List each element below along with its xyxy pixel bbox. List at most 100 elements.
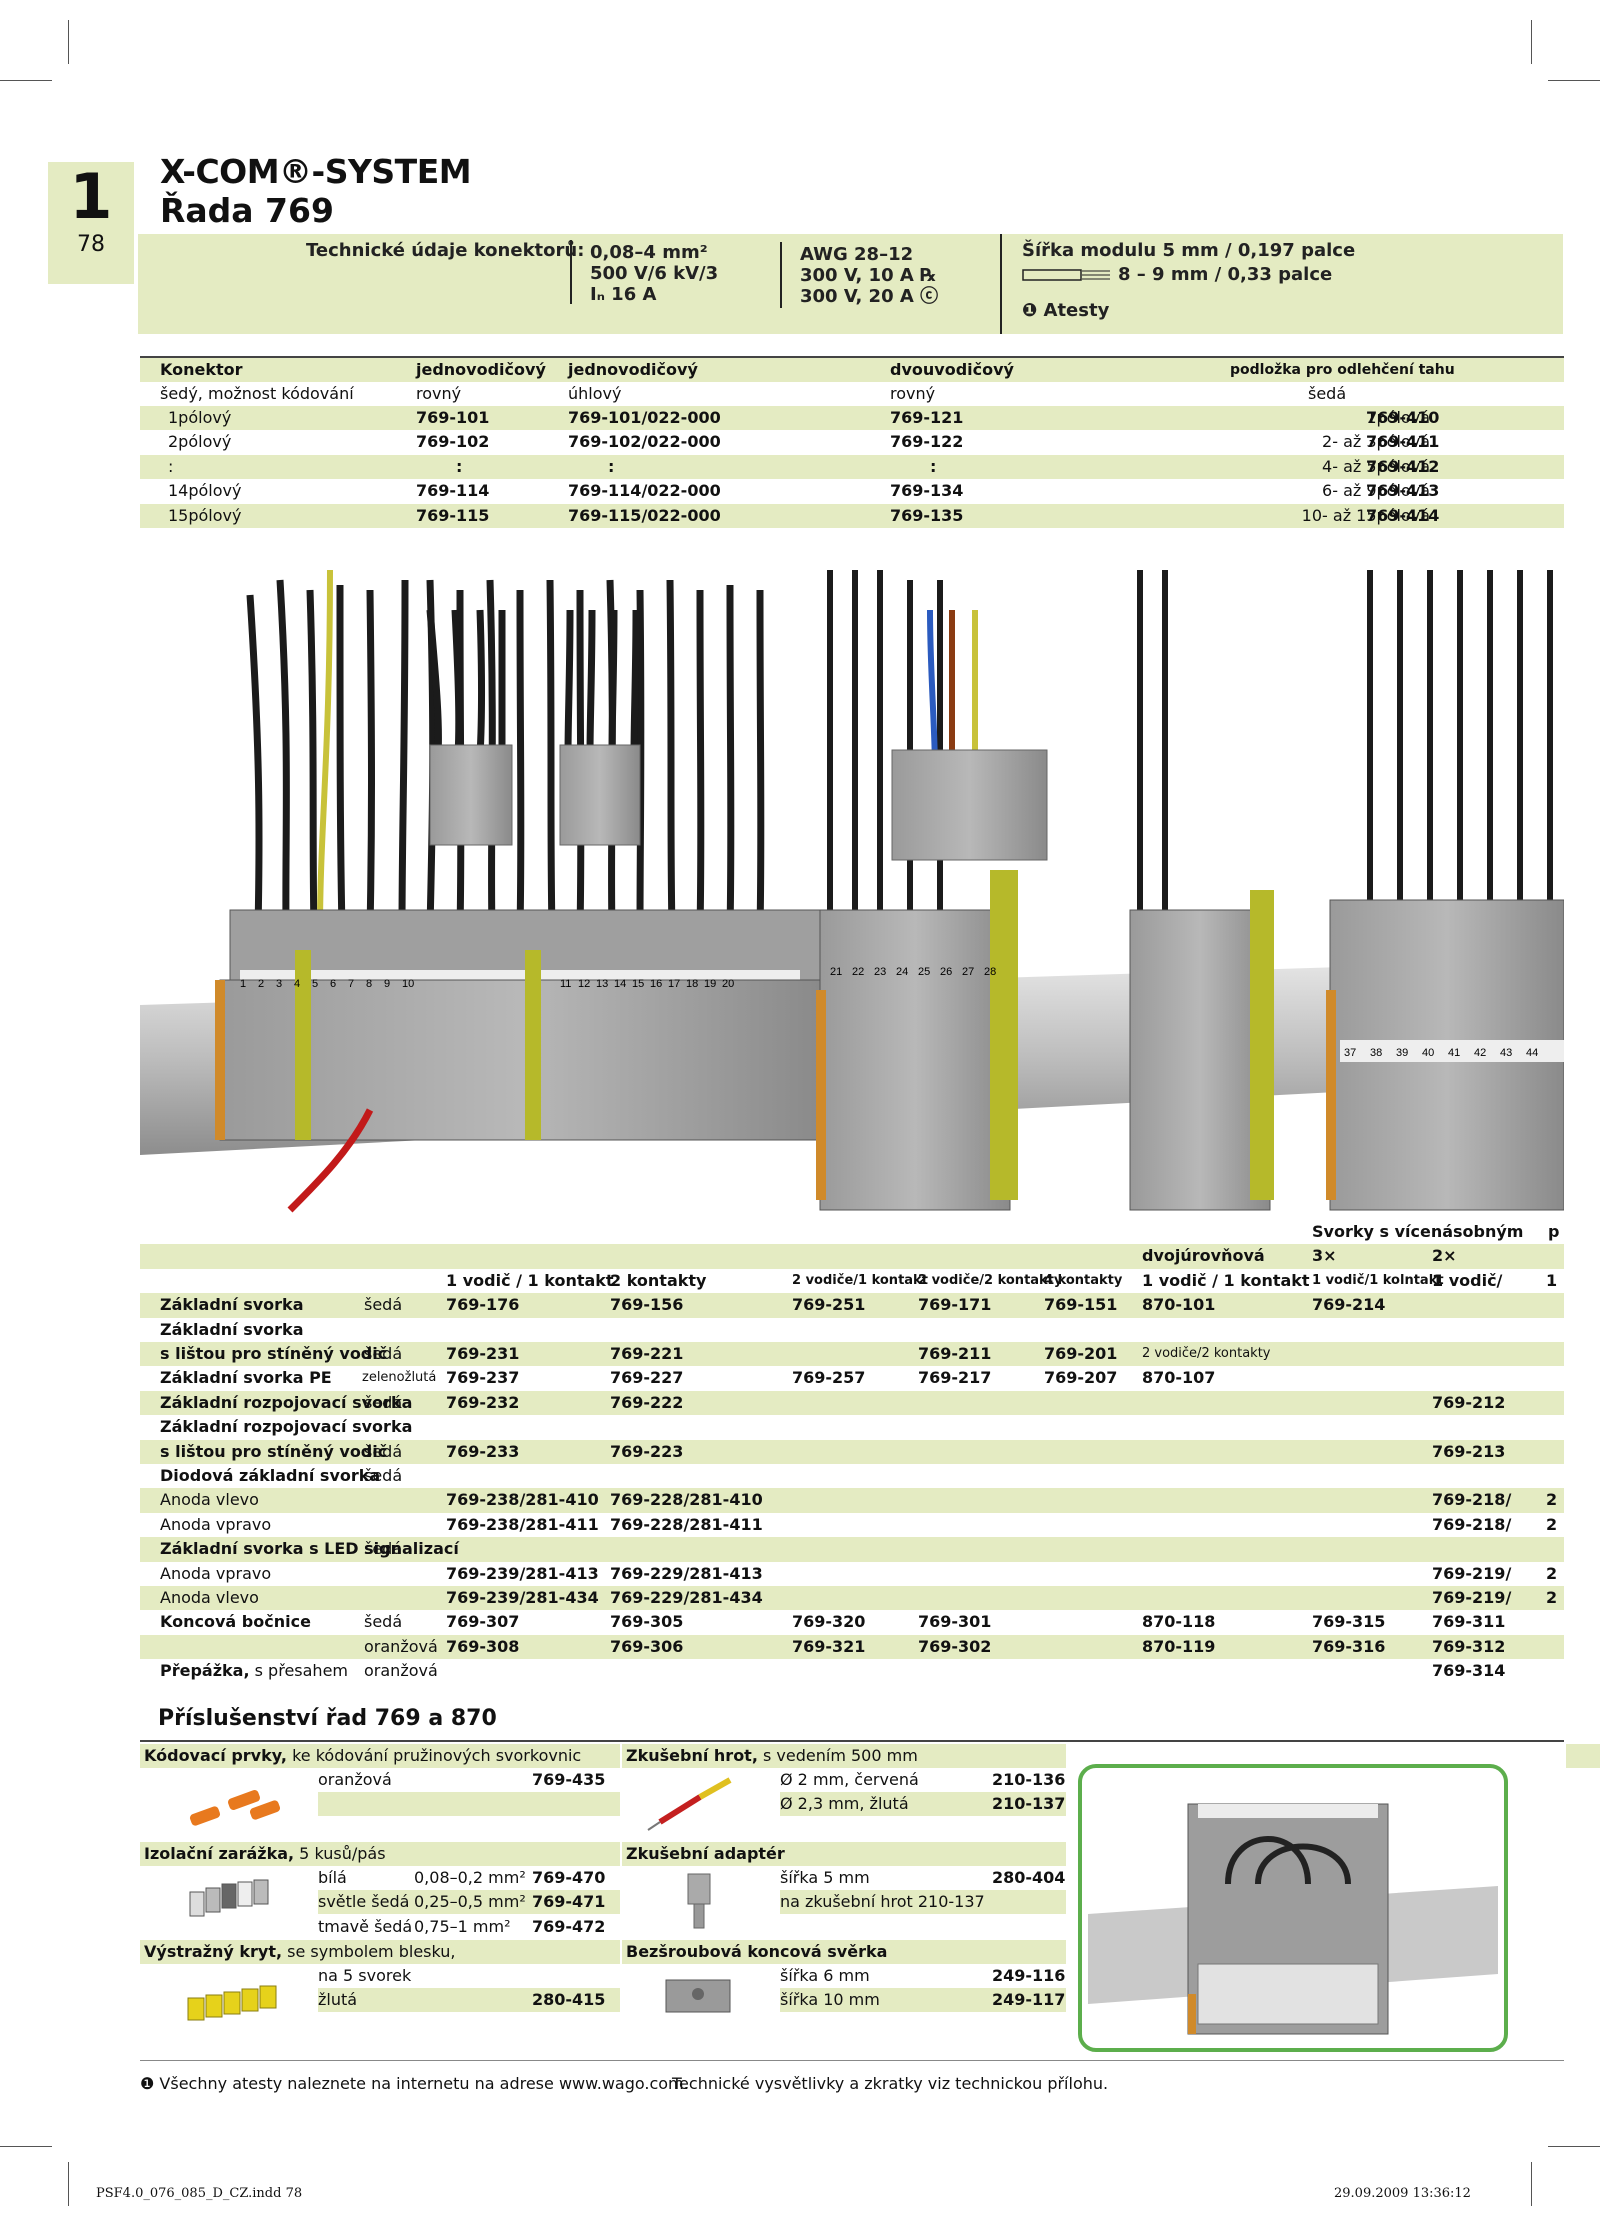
cell: 769-218/: [1432, 1514, 1512, 1534]
cell: šířka 10 mm: [780, 1990, 880, 2010]
photo-terminal-label: 10: [402, 978, 414, 990]
photo-terminal-label: 27: [962, 966, 974, 978]
cell: 769-211: [918, 1344, 992, 1363]
cell: 769-302: [918, 1636, 992, 1656]
col-header: 1 vodič / 1 kontakt: [446, 1270, 614, 1290]
cell: 769-251: [792, 1295, 866, 1315]
spec-voltage: 500 V/6 kV/3: [590, 263, 719, 284]
photo-terminal-label: 6: [330, 978, 336, 990]
crop-mark: [0, 2146, 52, 2147]
cell: Základní svorka PE: [160, 1368, 332, 1388]
cell: 769-232: [446, 1392, 520, 1412]
cell: Základní rozpojovací svorka: [160, 1392, 413, 1412]
cell: Koncová bočnice: [160, 1612, 311, 1632]
test-adapter-icon: [687, 1873, 711, 1929]
cell: 3×: [1312, 1246, 1337, 1266]
divider: [780, 242, 782, 308]
cell: 2 vodiče/2 kontakty: [1142, 1346, 1271, 1361]
cell: 769-115/022-000: [568, 505, 721, 525]
photo-terminal-label: 2: [258, 978, 264, 990]
cell: 769-102/022-000: [568, 432, 721, 452]
acc-head-rest: s vedením 500 mm: [757, 1746, 918, 1765]
cell: 2×: [1432, 1246, 1457, 1266]
cell: 769-201: [1044, 1344, 1118, 1363]
cell: šedá: [364, 1539, 403, 1559]
cell: 2- až 3pólová: [1322, 432, 1430, 452]
cell: rovný: [890, 384, 936, 403]
cell: 769-312: [1432, 1636, 1506, 1656]
cell: Základní svorka s LED signalizací: [160, 1539, 459, 1559]
photo-terminal-label: 12: [578, 978, 590, 990]
cell: Anoda vpravo: [160, 1563, 272, 1583]
cell: 210-136: [992, 1770, 1066, 1789]
col-header: 1: [1546, 1270, 1558, 1290]
acc-head: Zkušební hrot,: [626, 1746, 758, 1765]
cell: 769-214: [1312, 1295, 1386, 1315]
table-row: Konektor jednovodičový jednovodičový dvo…: [140, 358, 1564, 382]
acc-cut-column: [1566, 1744, 1600, 1768]
cell: 769-223: [610, 1441, 684, 1461]
acc-head: Bezšroubová koncová svěrka: [626, 1942, 888, 1961]
coding-elements-icon: [189, 1790, 281, 1826]
col-header: jednovodičový: [568, 360, 698, 379]
cell: 769-219/: [1432, 1563, 1512, 1583]
acc-row: na zkušební hrot 210-137: [780, 1890, 1066, 1915]
cell: 769-412: [1366, 456, 1440, 476]
page-subtitle: Řada 769: [160, 191, 334, 230]
cell: oranžová: [364, 1661, 438, 1681]
cell: 10- až 15pólová: [1301, 505, 1430, 525]
photo-terminal-label: 8: [366, 978, 372, 990]
cell: 769-238/281-411: [446, 1514, 599, 1534]
col-header: 2 vodiče/2 kontakty: [918, 1272, 1063, 1288]
photo-terminal-label: 24: [896, 966, 908, 978]
cell: světle šedá: [318, 1892, 410, 1912]
photo-terminal-label: 38: [1370, 1047, 1382, 1059]
cell: tmavě šedá: [318, 1916, 413, 1936]
acc-endstop-header: Bezšroubová koncová svěrka: [622, 1940, 1066, 1964]
acc-cover-header: Výstražný kryt, se symbolem blesku,: [140, 1940, 620, 1964]
cell: 769-307: [446, 1612, 520, 1632]
photo-terminal-label: 15: [632, 978, 644, 990]
cell: 2: [1546, 1588, 1558, 1607]
cell: 769-315: [1312, 1612, 1386, 1632]
cell: s lištou pro stíněný vodič: [160, 1344, 388, 1363]
cell: 0,75–1 mm²: [414, 1916, 511, 1936]
cell: šířka 6 mm: [780, 1966, 870, 1985]
cell: 280-404: [992, 1868, 1066, 1887]
cell: 769-306: [610, 1636, 684, 1656]
cell: 4- až 5pólová: [1322, 456, 1430, 476]
cell: na zkušební hrot 210-137: [780, 1892, 985, 1912]
col-header: 2 kontakty: [610, 1270, 707, 1290]
photo-terminal-label: 37: [1344, 1047, 1356, 1059]
photo-terminal-label: 9: [384, 978, 390, 990]
cell: 870-119: [1142, 1636, 1216, 1656]
acc-head: Zkušební adaptér: [626, 1844, 785, 1863]
cell: 769-219/: [1432, 1588, 1512, 1607]
cell: rovný: [416, 384, 462, 403]
cell: 769-472: [532, 1916, 606, 1936]
crop-mark: [1548, 2146, 1600, 2147]
cell: šířka 5 mm: [780, 1868, 870, 1887]
photo-terminal-label: 14: [614, 978, 626, 990]
group-header-cut: p: [1548, 1222, 1560, 1241]
cell: 249-117: [992, 1990, 1066, 2010]
cell: 769-237: [446, 1368, 520, 1388]
table-row: Základní rozpojovací svorka: [140, 1415, 1564, 1439]
cell: šedá: [364, 1612, 403, 1632]
cell: 769-414: [1366, 505, 1440, 525]
cell: 0,25–0,5 mm²: [414, 1892, 526, 1912]
cell: na 5 svorek: [318, 1966, 412, 1985]
cell: 870-118: [1142, 1612, 1216, 1632]
crop-mark: [68, 2162, 69, 2206]
